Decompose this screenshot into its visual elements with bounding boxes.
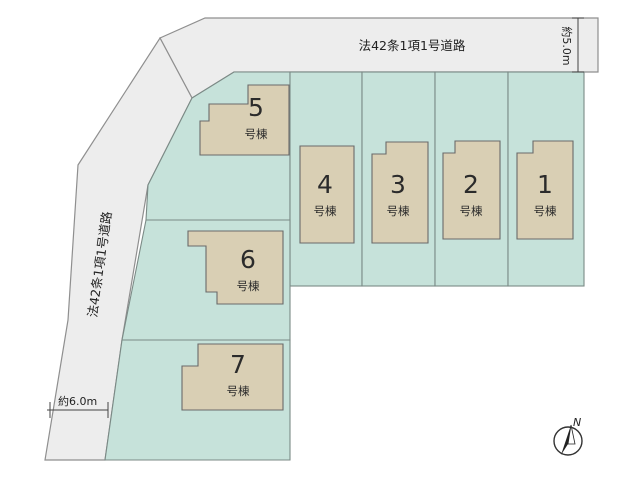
north-road-width: 約5.0m [560, 26, 574, 65]
lot-6-label: 号棟 [237, 279, 260, 293]
lot-4-label: 号棟 [314, 204, 337, 218]
lot-7-number: 7 [230, 350, 246, 379]
lot-5-number: 5 [248, 93, 264, 122]
lot-2-number: 2 [463, 170, 479, 199]
lot-5-label: 号棟 [245, 127, 268, 141]
lot-6-number: 6 [240, 245, 256, 274]
lot-2-label: 号棟 [460, 204, 483, 218]
building-5 [199, 84, 290, 156]
building-7 [181, 343, 284, 411]
lot-1-number: 1 [537, 170, 553, 199]
north-arrow-icon [553, 424, 583, 456]
building-3 [371, 141, 429, 244]
lot-4-number: 4 [317, 170, 333, 199]
building-2 [442, 140, 501, 240]
compass-label: N [573, 416, 581, 429]
building-6 [187, 230, 284, 305]
lot-1-label: 号棟 [534, 204, 557, 218]
building-1 [516, 140, 574, 240]
building-4 [299, 145, 355, 244]
lot-3-label: 号棟 [387, 204, 410, 218]
west-road-width: 約6.0m [58, 394, 97, 408]
north-road-label: 法42条1項1号道路 [359, 38, 466, 53]
lot-7-label: 号棟 [227, 384, 250, 398]
lot-3-number: 3 [390, 170, 406, 199]
